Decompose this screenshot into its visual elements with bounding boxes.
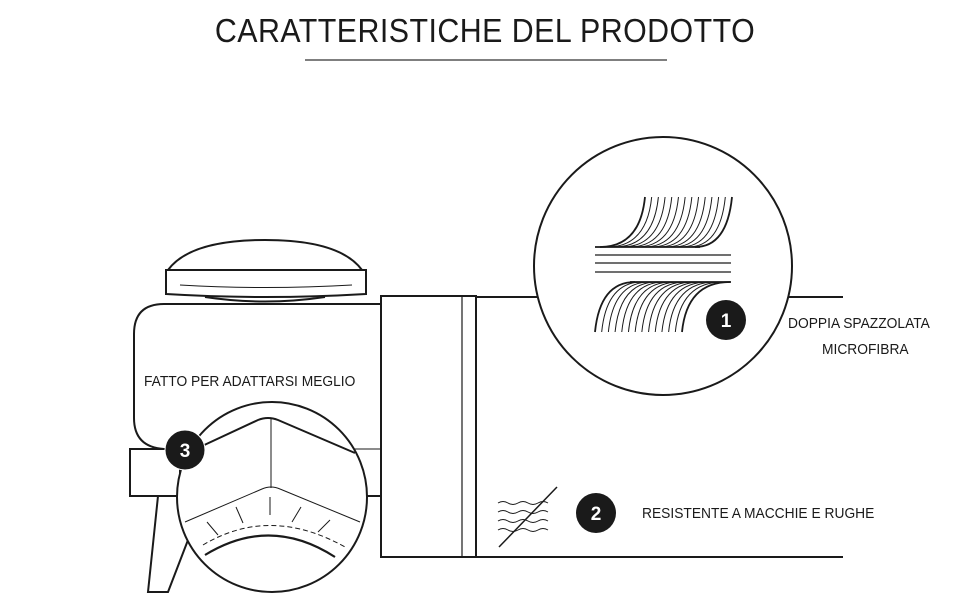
microfiber-icon [594,196,733,333]
feature-1-label-line2: MICROFIBRA [822,341,909,358]
seat-body [133,303,380,450]
stain-wrinkle-icon [497,486,558,548]
fiber-bottom [594,281,636,333]
feature-2-label: RESISTENTE A MACCHIE E RUGHE [642,505,875,522]
feature-1-label-line1: DOPPIA SPAZZOLATA [788,315,930,332]
badge-1: 1 [706,300,746,340]
feature-3-label: FATTO PER ADATTARSI MEGLIO [144,373,356,390]
badge-1-number: 1 [721,311,732,332]
seat-back-panel [380,295,477,558]
page-title: CARATTERISTICHE DEL PRODOTTO [214,12,756,49]
microfiber-detail-circle [533,136,793,396]
badge-2-number: 2 [591,504,602,525]
badge-2: 2 [576,493,616,533]
fit-detail-circle [176,401,368,593]
fiber-top [694,196,733,248]
seat-leg [146,495,189,593]
badge-3: 3 [164,429,206,471]
badge-3-number: 3 [180,441,191,462]
pillow [165,238,367,303]
